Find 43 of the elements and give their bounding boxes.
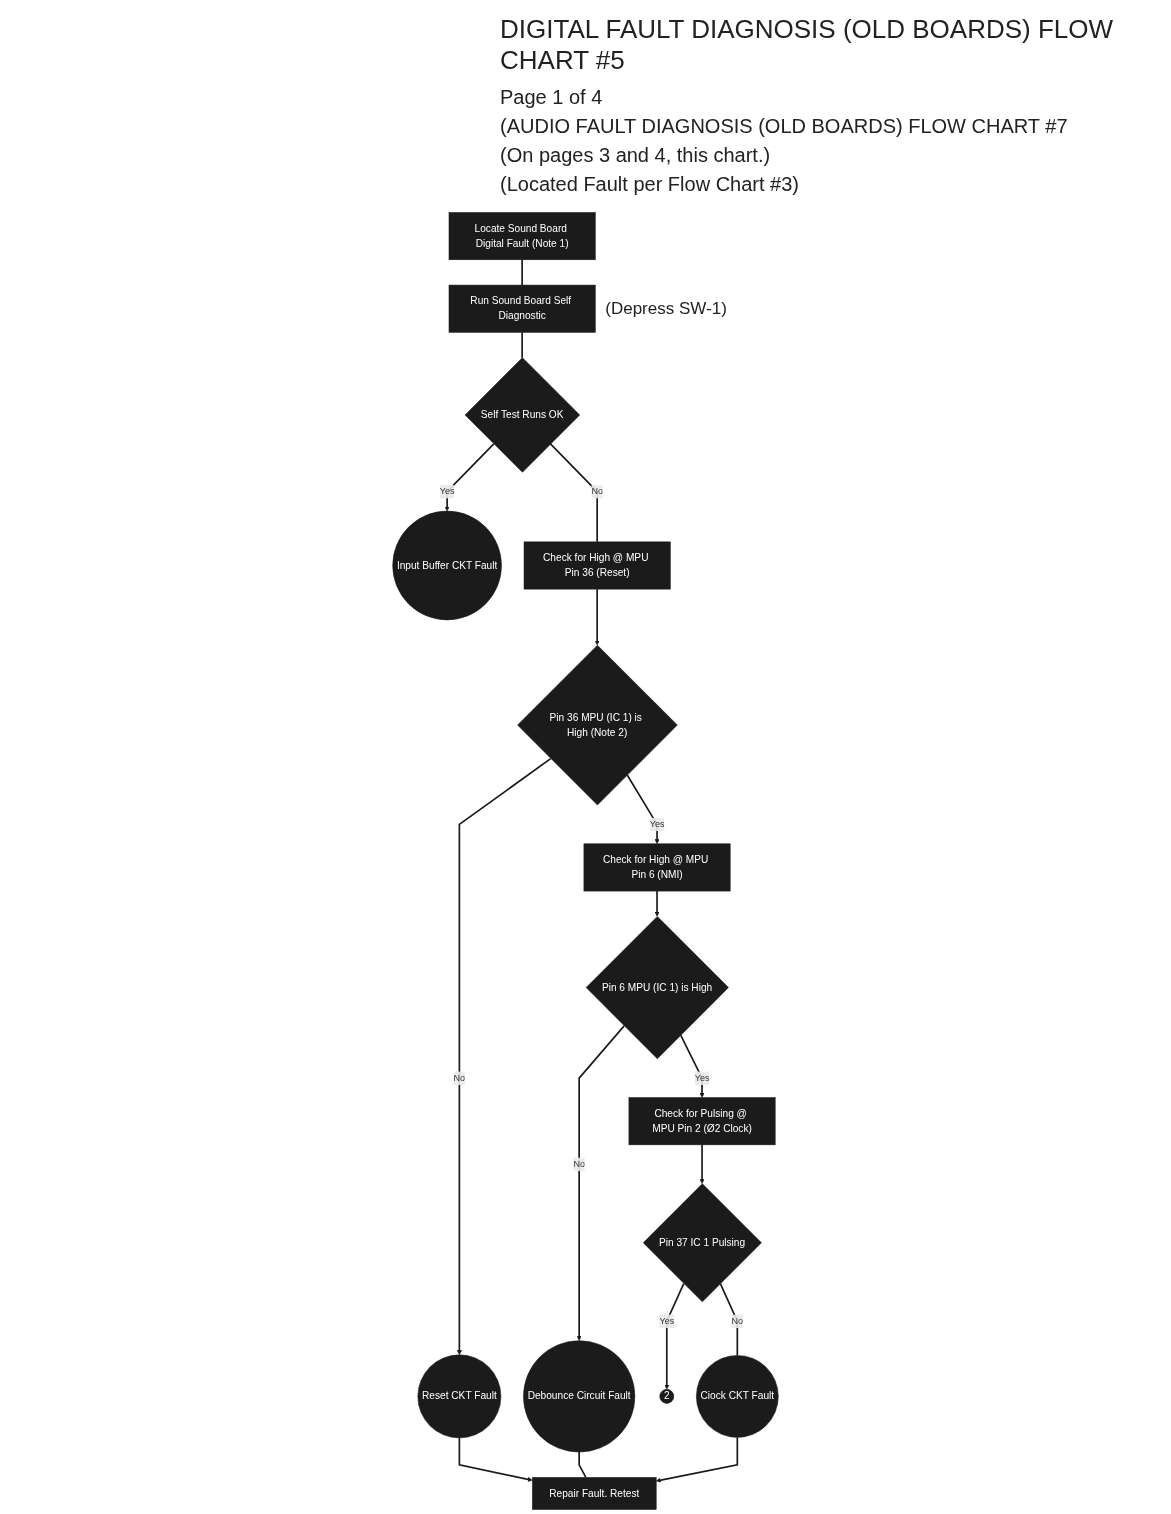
- node-box: Check for Pulsing @ MPU Pin 2 (Ø2 Clock): [628, 1097, 776, 1146]
- node-diamond: Pin 36 MPU (IC 1) is High (Note 2): [517, 644, 678, 806]
- arrow: [594, 588, 600, 646]
- note-text: (On pages 3 and 4, this chart.): [500, 144, 772, 167]
- node-circle: Ciock CKT Fault: [696, 1355, 779, 1438]
- arrow: [458, 1437, 533, 1482]
- arrow: [655, 1436, 739, 1483]
- arrow: [679, 1034, 705, 1098]
- node-circle: Input Buffer CKT Fault: [392, 510, 502, 621]
- connector: [549, 443, 598, 543]
- arrow: [456, 757, 552, 1356]
- node-circle: Reset CKT Fault: [417, 1354, 502, 1439]
- node-box: Repair Fault. Retest: [532, 1477, 657, 1510]
- arrow: [444, 443, 495, 512]
- edge-label: Yes: [649, 819, 665, 829]
- note-text: (AUDIO FAULT DIAGNOSIS (OLD BOARDS) FLOW CHART #7: [500, 115, 1069, 138]
- node-box: Run Sound Board Self Diagnostic: [448, 284, 596, 333]
- node-diamond: Pin 37 IC 1 Pulsing: [642, 1183, 762, 1303]
- node-diamond: Pin 6 MPU (IC 1) is High: [585, 916, 729, 1060]
- connector: [719, 1282, 739, 1357]
- edge-label: Yes: [439, 486, 455, 497]
- note-text: Page 1 of 4: [500, 86, 604, 109]
- edge-label: Yes: [659, 1316, 675, 1326]
- edge-label: No: [731, 1316, 744, 1326]
- arrow: [699, 1144, 705, 1184]
- connector: [521, 331, 523, 359]
- node-box: Check for High @ MPU Pin 6 (NMI): [583, 843, 731, 892]
- node-box: Locate Sound Board Digital Fault (Note 1): [448, 212, 596, 261]
- edge-label: No: [453, 1073, 466, 1083]
- node-box: Check for High @ MPU Pin 36 (Reset): [523, 541, 671, 590]
- connector: [521, 258, 523, 286]
- edge-label: No: [591, 486, 603, 497]
- node-circle: 2: [659, 1389, 675, 1404]
- arrow: [664, 1282, 685, 1390]
- chart-title: DIGITAL FAULT DIAGNOSIS (OLD BOARDS) FLOW CHART #5: [500, 14, 1115, 76]
- arrow: [576, 1025, 625, 1341]
- connector: [578, 1451, 587, 1479]
- note-text: (Located Fault per Flow Chart #3): [500, 173, 801, 196]
- node-circle: Debounce Circuit Fault: [523, 1340, 636, 1453]
- edge-label: No: [573, 1159, 585, 1169]
- arrow: [654, 890, 660, 917]
- node-diamond: Self Test Runs OK: [464, 357, 580, 473]
- edge-label: Yes: [694, 1073, 710, 1083]
